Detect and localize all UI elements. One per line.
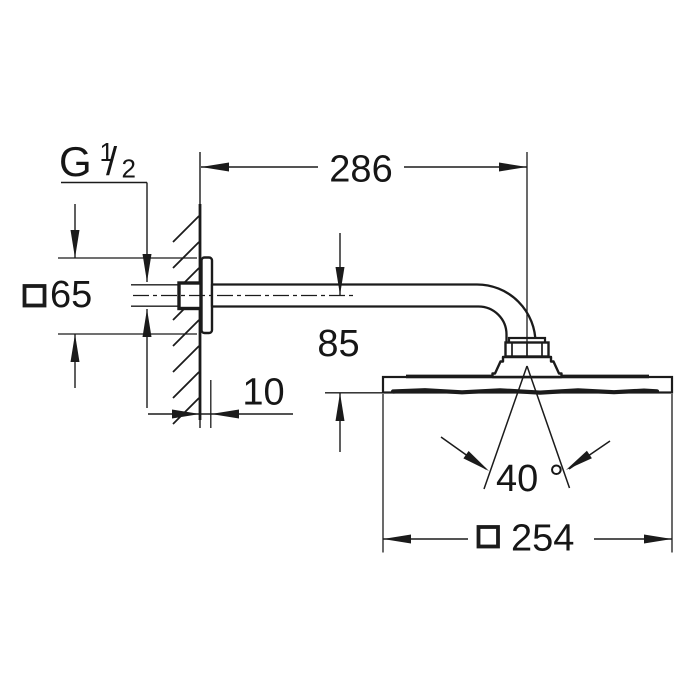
thread-label-numerator: 1 bbox=[100, 137, 114, 167]
shower-arm bbox=[210, 283, 537, 346]
square-symbol-icon bbox=[476, 525, 500, 549]
dimension-labels: G 1 / 2 286 65 85 10 40 ° 254 bbox=[22, 137, 574, 560]
dim-286-label: 286 bbox=[329, 149, 392, 191]
arrowhead bbox=[499, 162, 527, 172]
arrowhead bbox=[172, 409, 200, 419]
arrowhead bbox=[383, 534, 411, 544]
thread-label-denominator: 2 bbox=[122, 154, 136, 184]
dimension-286 bbox=[201, 152, 528, 342]
arrowhead bbox=[201, 162, 229, 172]
arrowhead bbox=[142, 309, 152, 337]
dim-254-label: 254 bbox=[511, 518, 574, 560]
thread-leader bbox=[61, 181, 152, 408]
dimension-254 bbox=[382, 394, 673, 553]
arrowhead bbox=[463, 451, 489, 471]
dimension-85 bbox=[325, 233, 384, 452]
dimension-10 bbox=[148, 380, 293, 428]
arrowhead bbox=[335, 267, 345, 295]
arrowhead bbox=[70, 334, 80, 362]
dim-10-label: 10 bbox=[242, 372, 284, 414]
shower-head-plate bbox=[381, 374, 674, 395]
dim-85-label: 85 bbox=[317, 323, 359, 365]
arrowhead bbox=[70, 230, 80, 258]
dim-65-label: 65 bbox=[50, 274, 92, 316]
arrowhead bbox=[566, 450, 592, 470]
arrowhead bbox=[644, 534, 672, 544]
arrowhead bbox=[211, 409, 239, 419]
spray-face-nozzles bbox=[390, 388, 660, 395]
arrowhead bbox=[335, 393, 345, 421]
square-symbol-icon bbox=[22, 284, 47, 308]
thread-label-slash: / bbox=[106, 140, 118, 184]
dimension-65 bbox=[58, 204, 197, 388]
wall-hatching bbox=[172, 215, 200, 425]
thread-label-prefix: G bbox=[59, 138, 92, 185]
arrowhead bbox=[142, 254, 152, 282]
ball-joint-connector bbox=[491, 336, 563, 379]
spray-angle-lines bbox=[440, 365, 611, 490]
spray-angle-label: 40 ° bbox=[496, 458, 564, 500]
